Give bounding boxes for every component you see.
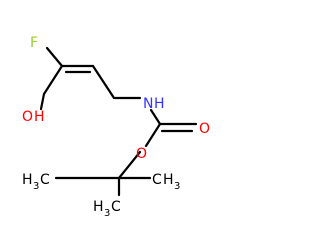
bond-c3-c4 — [91, 64, 116, 100]
molecule-structure: F O H N H O O H 3 C C H 3 H 3 C — [22, 35, 210, 219]
atom-ester-oxygen: O — [136, 146, 147, 162]
atom-methyl-left-subscript: 3 — [33, 181, 39, 192]
atom-fluorine: F — [30, 35, 38, 51]
bond-n-c5 — [149, 108, 162, 126]
atom-hydroxyl-oxygen: O — [22, 109, 33, 125]
bond-c5-o-ester — [144, 122, 162, 148]
bond-o-ctert — [117, 150, 142, 180]
atom-methyl-left-c: C — [40, 172, 50, 188]
atom-amine-hydrogen: H — [154, 96, 165, 112]
bond-c2-f — [45, 46, 64, 68]
atom-methyl-bottom-c: C — [111, 199, 121, 215]
atom-methyl-right-h: H — [163, 172, 174, 188]
atom-methyl-right-c: C — [152, 172, 162, 188]
atom-methyl-left-h: H — [22, 172, 33, 188]
atom-methyl-right-subscript: 3 — [174, 181, 180, 192]
atom-carbonyl-oxygen: O — [199, 121, 210, 137]
atom-hydroxyl-hydrogen: H — [34, 109, 45, 125]
bond-c2-c1 — [42, 64, 64, 96]
atom-methyl-bottom-h: H — [93, 199, 104, 215]
bond-c1-o — [39, 92, 46, 111]
atom-amine-nitrogen: N — [143, 96, 153, 112]
atom-methyl-bottom-subscript: 3 — [104, 208, 110, 219]
